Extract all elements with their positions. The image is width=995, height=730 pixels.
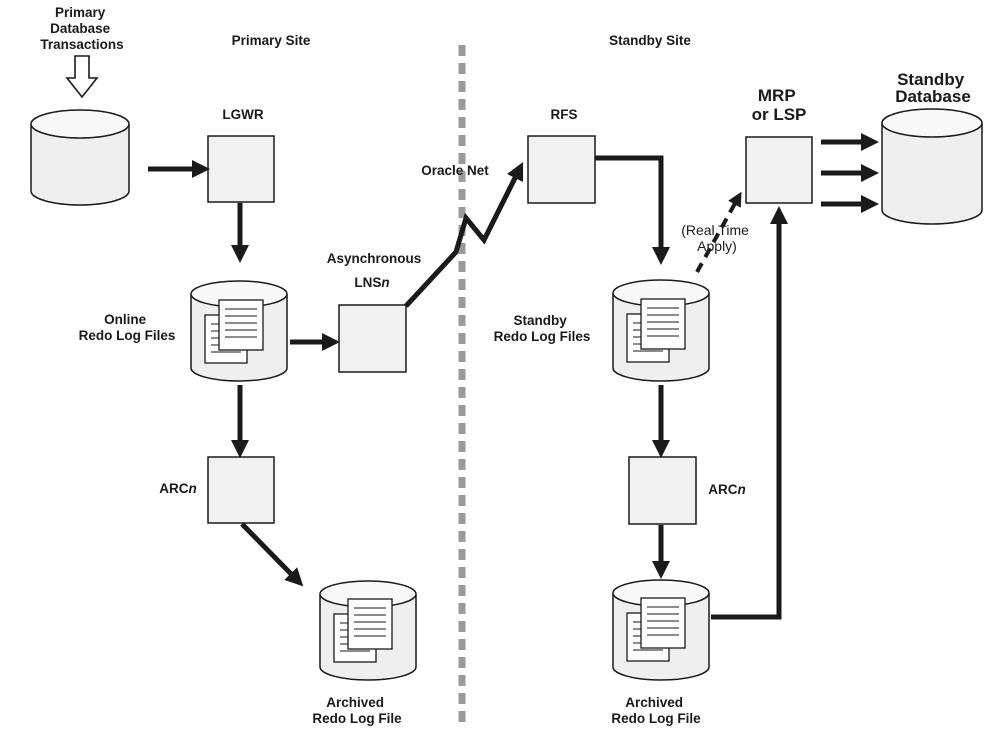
standby-redo-log-cylinder (612, 279, 710, 382)
arrow-arcn-to-archived-primary (240, 522, 304, 587)
lnsn-process-box (338, 304, 407, 373)
lnsn-label: LNSn (354, 275, 389, 290)
mrp-lsp-label: MRP or LSP (752, 86, 807, 124)
real-time-apply-label: (Real Time Apply) (681, 222, 753, 254)
arrow-real-time-apply (695, 191, 742, 273)
flow-arrows (148, 133, 879, 620)
standby-site-heading: Standby Site (609, 33, 691, 48)
oracle-net-label: Oracle Net (421, 163, 489, 178)
lgwr-process-box (207, 135, 275, 203)
arcn-primary-label: ARCn (159, 481, 197, 496)
lgwr-label: LGWR (222, 107, 263, 122)
standby-redo-log-label: Standby Redo Log Files (494, 313, 591, 344)
arrow-archived-standby-to-mrp (711, 206, 788, 620)
asynchronous-label: Asynchronous (327, 251, 422, 266)
arcn-primary-process-box (207, 456, 275, 524)
primary-database-cylinder (30, 109, 130, 206)
arrow-rfs-to-standby-redo (595, 155, 670, 265)
archived-redo-log-standby-label: Archived Redo Log File (611, 695, 701, 726)
arrow-oracle-net-transport (404, 161, 524, 308)
archived-redo-log-standby-cylinder (612, 579, 710, 681)
arcn-standby-process-box (628, 456, 697, 525)
standby-database-cylinder (881, 108, 983, 225)
archived-redo-log-primary-cylinder (319, 580, 417, 681)
archived-redo-log-primary-label: Archived Redo Log File (312, 695, 402, 726)
primary-transactions-label: Primary Database Transactions (40, 5, 123, 52)
rfs-label: RFS (551, 107, 578, 122)
standby-database-label: Standby Database (895, 70, 971, 106)
primary-site-heading: Primary Site (232, 33, 311, 48)
mrp-lsp-process-box (745, 136, 813, 204)
arcn-standby-label: ARCn (708, 482, 746, 497)
online-redo-log-label: Online Redo Log Files (79, 312, 176, 343)
rfs-process-box (527, 135, 596, 204)
transactions-hollow-arrow-icon (65, 55, 99, 99)
online-redo-log-cylinder (190, 280, 288, 382)
